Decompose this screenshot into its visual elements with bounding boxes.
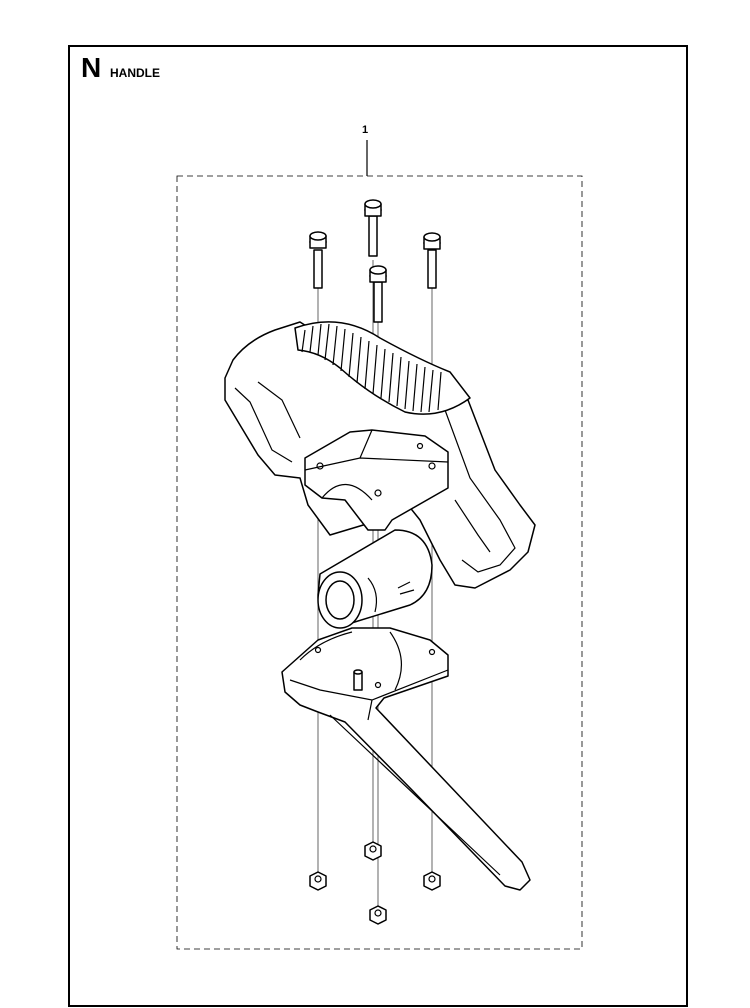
- loop-handle[interactable]: [224, 321, 536, 589]
- bar-handle-clamp[interactable]: [281, 627, 531, 891]
- screw[interactable]: [309, 231, 327, 289]
- nut[interactable]: [423, 871, 441, 891]
- nut[interactable]: [309, 871, 327, 891]
- section-title: HANDLE: [110, 66, 160, 80]
- rubber-sleeve[interactable]: [317, 529, 433, 629]
- nut[interactable]: [364, 841, 382, 861]
- screw[interactable]: [369, 265, 387, 323]
- nut[interactable]: [369, 905, 387, 925]
- kit-boundary-box: [176, 175, 583, 950]
- screw[interactable]: [423, 232, 441, 289]
- callout-number[interactable]: 1: [362, 124, 369, 136]
- page-frame: [68, 45, 688, 1007]
- screw[interactable]: [364, 199, 382, 257]
- section-letter: N: [81, 52, 102, 83]
